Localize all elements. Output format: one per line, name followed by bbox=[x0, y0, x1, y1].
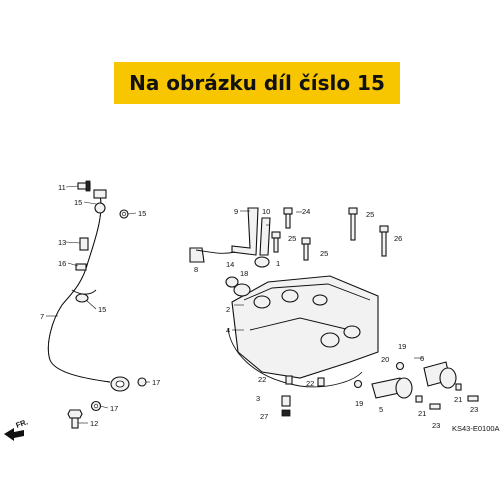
callout-labels: 11 15 15 13 16 7 15 17 17 12 9 10 24 25 … bbox=[40, 183, 478, 430]
callout-15: 15 bbox=[98, 305, 106, 314]
direction-label: FR. bbox=[15, 417, 29, 430]
callout-23: 23 bbox=[470, 405, 478, 414]
callout-25: 25 bbox=[320, 249, 328, 258]
left-fasteners bbox=[67, 180, 147, 429]
callout-2: 2 bbox=[226, 305, 230, 314]
callout-3: 3 bbox=[256, 394, 260, 403]
callout-27: 27 bbox=[260, 412, 268, 421]
leader-lines bbox=[46, 185, 424, 424]
callout-17: 17 bbox=[152, 378, 160, 387]
callout-7: 7 bbox=[40, 312, 44, 321]
callout-19: 19 bbox=[398, 342, 406, 351]
callout-21: 21 bbox=[418, 409, 426, 418]
callout-9: 9 bbox=[234, 207, 238, 216]
diagram-code: KS43-E0100A bbox=[452, 424, 500, 433]
front-direction-indicator: FR. bbox=[4, 417, 29, 441]
rocker-arms bbox=[281, 361, 479, 417]
callout-4: 4 bbox=[226, 326, 230, 335]
callout-26: 26 bbox=[394, 234, 402, 243]
callout-6: 6 bbox=[420, 354, 424, 363]
callout-24: 24 bbox=[302, 207, 310, 216]
callout-12: 12 bbox=[90, 419, 98, 428]
callout-25: 25 bbox=[366, 210, 374, 219]
callout-22: 22 bbox=[258, 375, 266, 384]
callout-18: 18 bbox=[240, 269, 248, 278]
callout-21: 21 bbox=[454, 395, 462, 404]
callout-13: 13 bbox=[58, 238, 66, 247]
callout-11: 11 bbox=[58, 183, 66, 192]
callout-15: 15 bbox=[74, 198, 82, 207]
banner-text: Na obrázku díl číslo 15 bbox=[129, 71, 385, 95]
callout-15: 15 bbox=[138, 209, 146, 218]
callout-22: 22 bbox=[306, 379, 314, 388]
callout-10: 10 bbox=[262, 207, 270, 216]
cylinder-head-cover bbox=[227, 275, 379, 388]
brackets bbox=[189, 207, 271, 263]
callout-8: 8 bbox=[194, 265, 198, 274]
top-bolts bbox=[225, 207, 389, 297]
oil-pipe bbox=[47, 189, 130, 392]
part-number-banner: Na obrázku díl číslo 15 bbox=[114, 62, 400, 104]
callout-16: 16 bbox=[58, 259, 66, 268]
callout-17: 17 bbox=[110, 404, 118, 413]
callout-23: 23 bbox=[432, 421, 440, 430]
callout-14: 14 bbox=[226, 260, 234, 269]
callout-1: 1 bbox=[276, 259, 280, 268]
callout-20: 20 bbox=[381, 355, 389, 364]
front-arrow-icon bbox=[4, 428, 24, 441]
callout-25: 25 bbox=[288, 234, 296, 243]
callout-5: 5 bbox=[379, 405, 383, 414]
callout-19: 19 bbox=[355, 399, 363, 408]
